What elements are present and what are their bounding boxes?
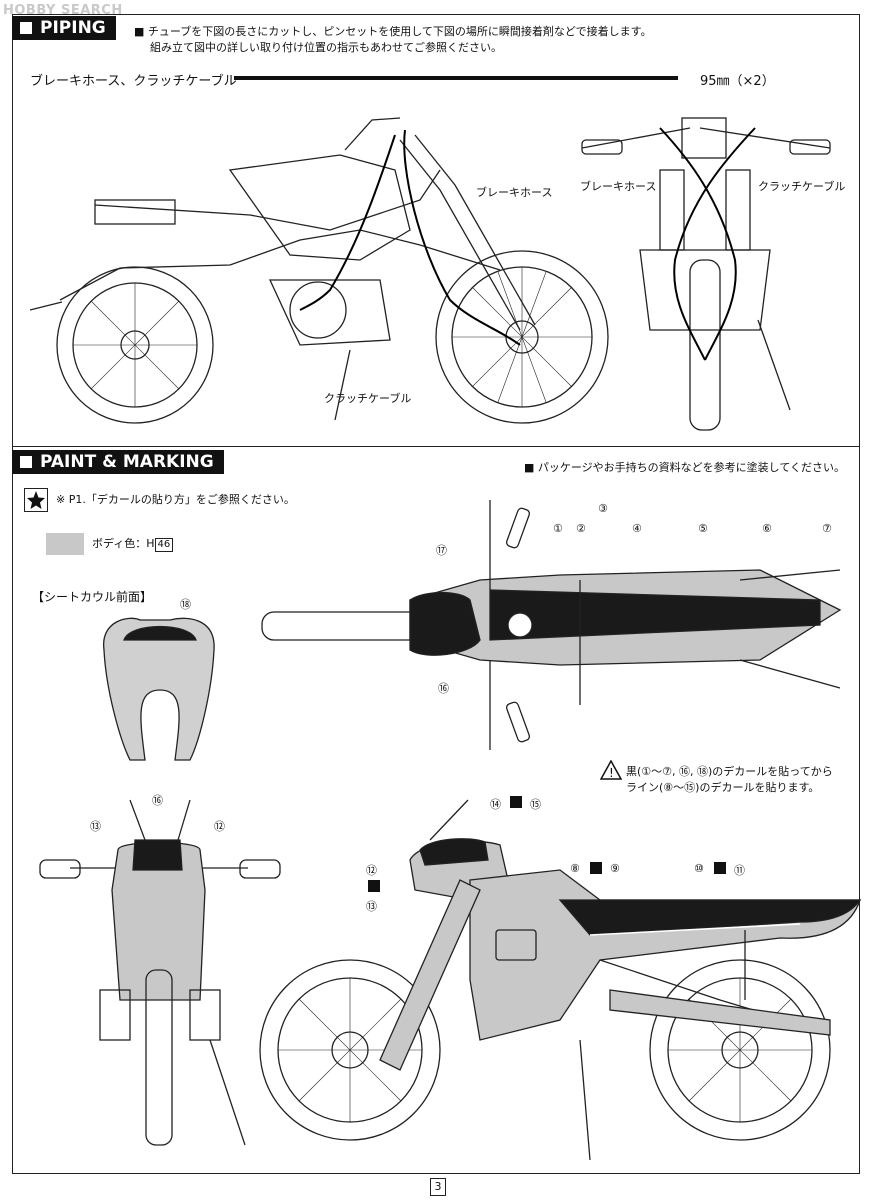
- page-number: 3: [430, 1178, 446, 1196]
- tube-length-bar: [234, 76, 678, 80]
- decal-black-marker: [590, 862, 602, 874]
- front-clutch-cable-label: クラッチケーブル: [758, 180, 846, 193]
- decal-num-13-front: ⑬: [90, 820, 101, 833]
- paint-heading: PAINT & MARKING: [12, 450, 224, 474]
- warning-line-2: ライン(⑧〜⑮)のデカールを貼ります。: [626, 781, 820, 794]
- piping-heading: PIPING: [12, 16, 116, 40]
- decal-num-10: ⑩: [694, 862, 704, 875]
- body-color-code: 46: [154, 538, 174, 552]
- decal-num-16-top: ⑯: [438, 682, 449, 695]
- decal-num-13-side: ⑬: [366, 900, 377, 913]
- warning-line-1: 黒(①〜⑦, ⑯, ⑱)のデカールを貼ってから: [626, 765, 833, 778]
- decal-black-marker: [714, 862, 726, 874]
- body-color-swatch: [46, 533, 84, 555]
- decal-star-icon: [24, 488, 48, 512]
- decal-num-5: ⑤: [698, 522, 708, 535]
- decal-num-14: ⑭: [490, 798, 501, 811]
- decal-num-1: ①: [553, 522, 563, 535]
- decal-num-3: ③: [598, 502, 608, 515]
- decal-num-16-front: ⑯: [152, 794, 163, 807]
- tube-label: ブレーキホース、クラッチケーブル: [30, 74, 237, 89]
- front-brake-hose-label: ブレーキホース: [580, 180, 657, 193]
- decal-num-15: ⑮: [530, 798, 541, 811]
- seat-cowl-label: 【シートカウル前面】: [32, 590, 153, 604]
- decal-num-17: ⑰: [436, 544, 447, 557]
- side-clutch-cable-label: クラッチケーブル: [324, 392, 412, 405]
- decal-num-6: ⑥: [762, 522, 772, 535]
- decal-num-8: ⑧: [570, 862, 580, 875]
- decal-black-marker: [368, 880, 380, 892]
- decal-num-4: ④: [632, 522, 642, 535]
- decal-num-2: ②: [576, 522, 586, 535]
- paint-note: ■ パッケージやお手持ちの資料などを参考に塗装してください。: [524, 461, 846, 474]
- decal-num-11: ⑪: [734, 864, 745, 877]
- page-frame: [12, 14, 860, 1174]
- decal-reference: ※ P1.「デカールの貼り方」をご参照ください。: [56, 493, 295, 506]
- decal-num-9: ⑨: [610, 862, 620, 875]
- side-brake-hose-label: ブレーキホース: [476, 186, 553, 199]
- piping-instruction-1: ■ チューブを下図の長さにカットし、ピンセットを使用して下図の場所に瞬間接着剤な…: [134, 25, 652, 38]
- svg-text:!: !: [609, 766, 614, 780]
- decal-num-12-side: ⑫: [366, 864, 377, 877]
- decal-num-12-front: ⑫: [214, 820, 225, 833]
- decal-num-7: ⑦: [822, 522, 832, 535]
- decal-num-18: ⑱: [180, 598, 191, 611]
- piping-instruction-2: 組み立て図中の詳しい取り付け位置の指示もあわせてご参照ください。: [150, 41, 502, 54]
- decal-black-marker: [510, 796, 522, 808]
- tube-length: 95㎜（×2）: [700, 74, 775, 89]
- section-divider: [12, 446, 860, 447]
